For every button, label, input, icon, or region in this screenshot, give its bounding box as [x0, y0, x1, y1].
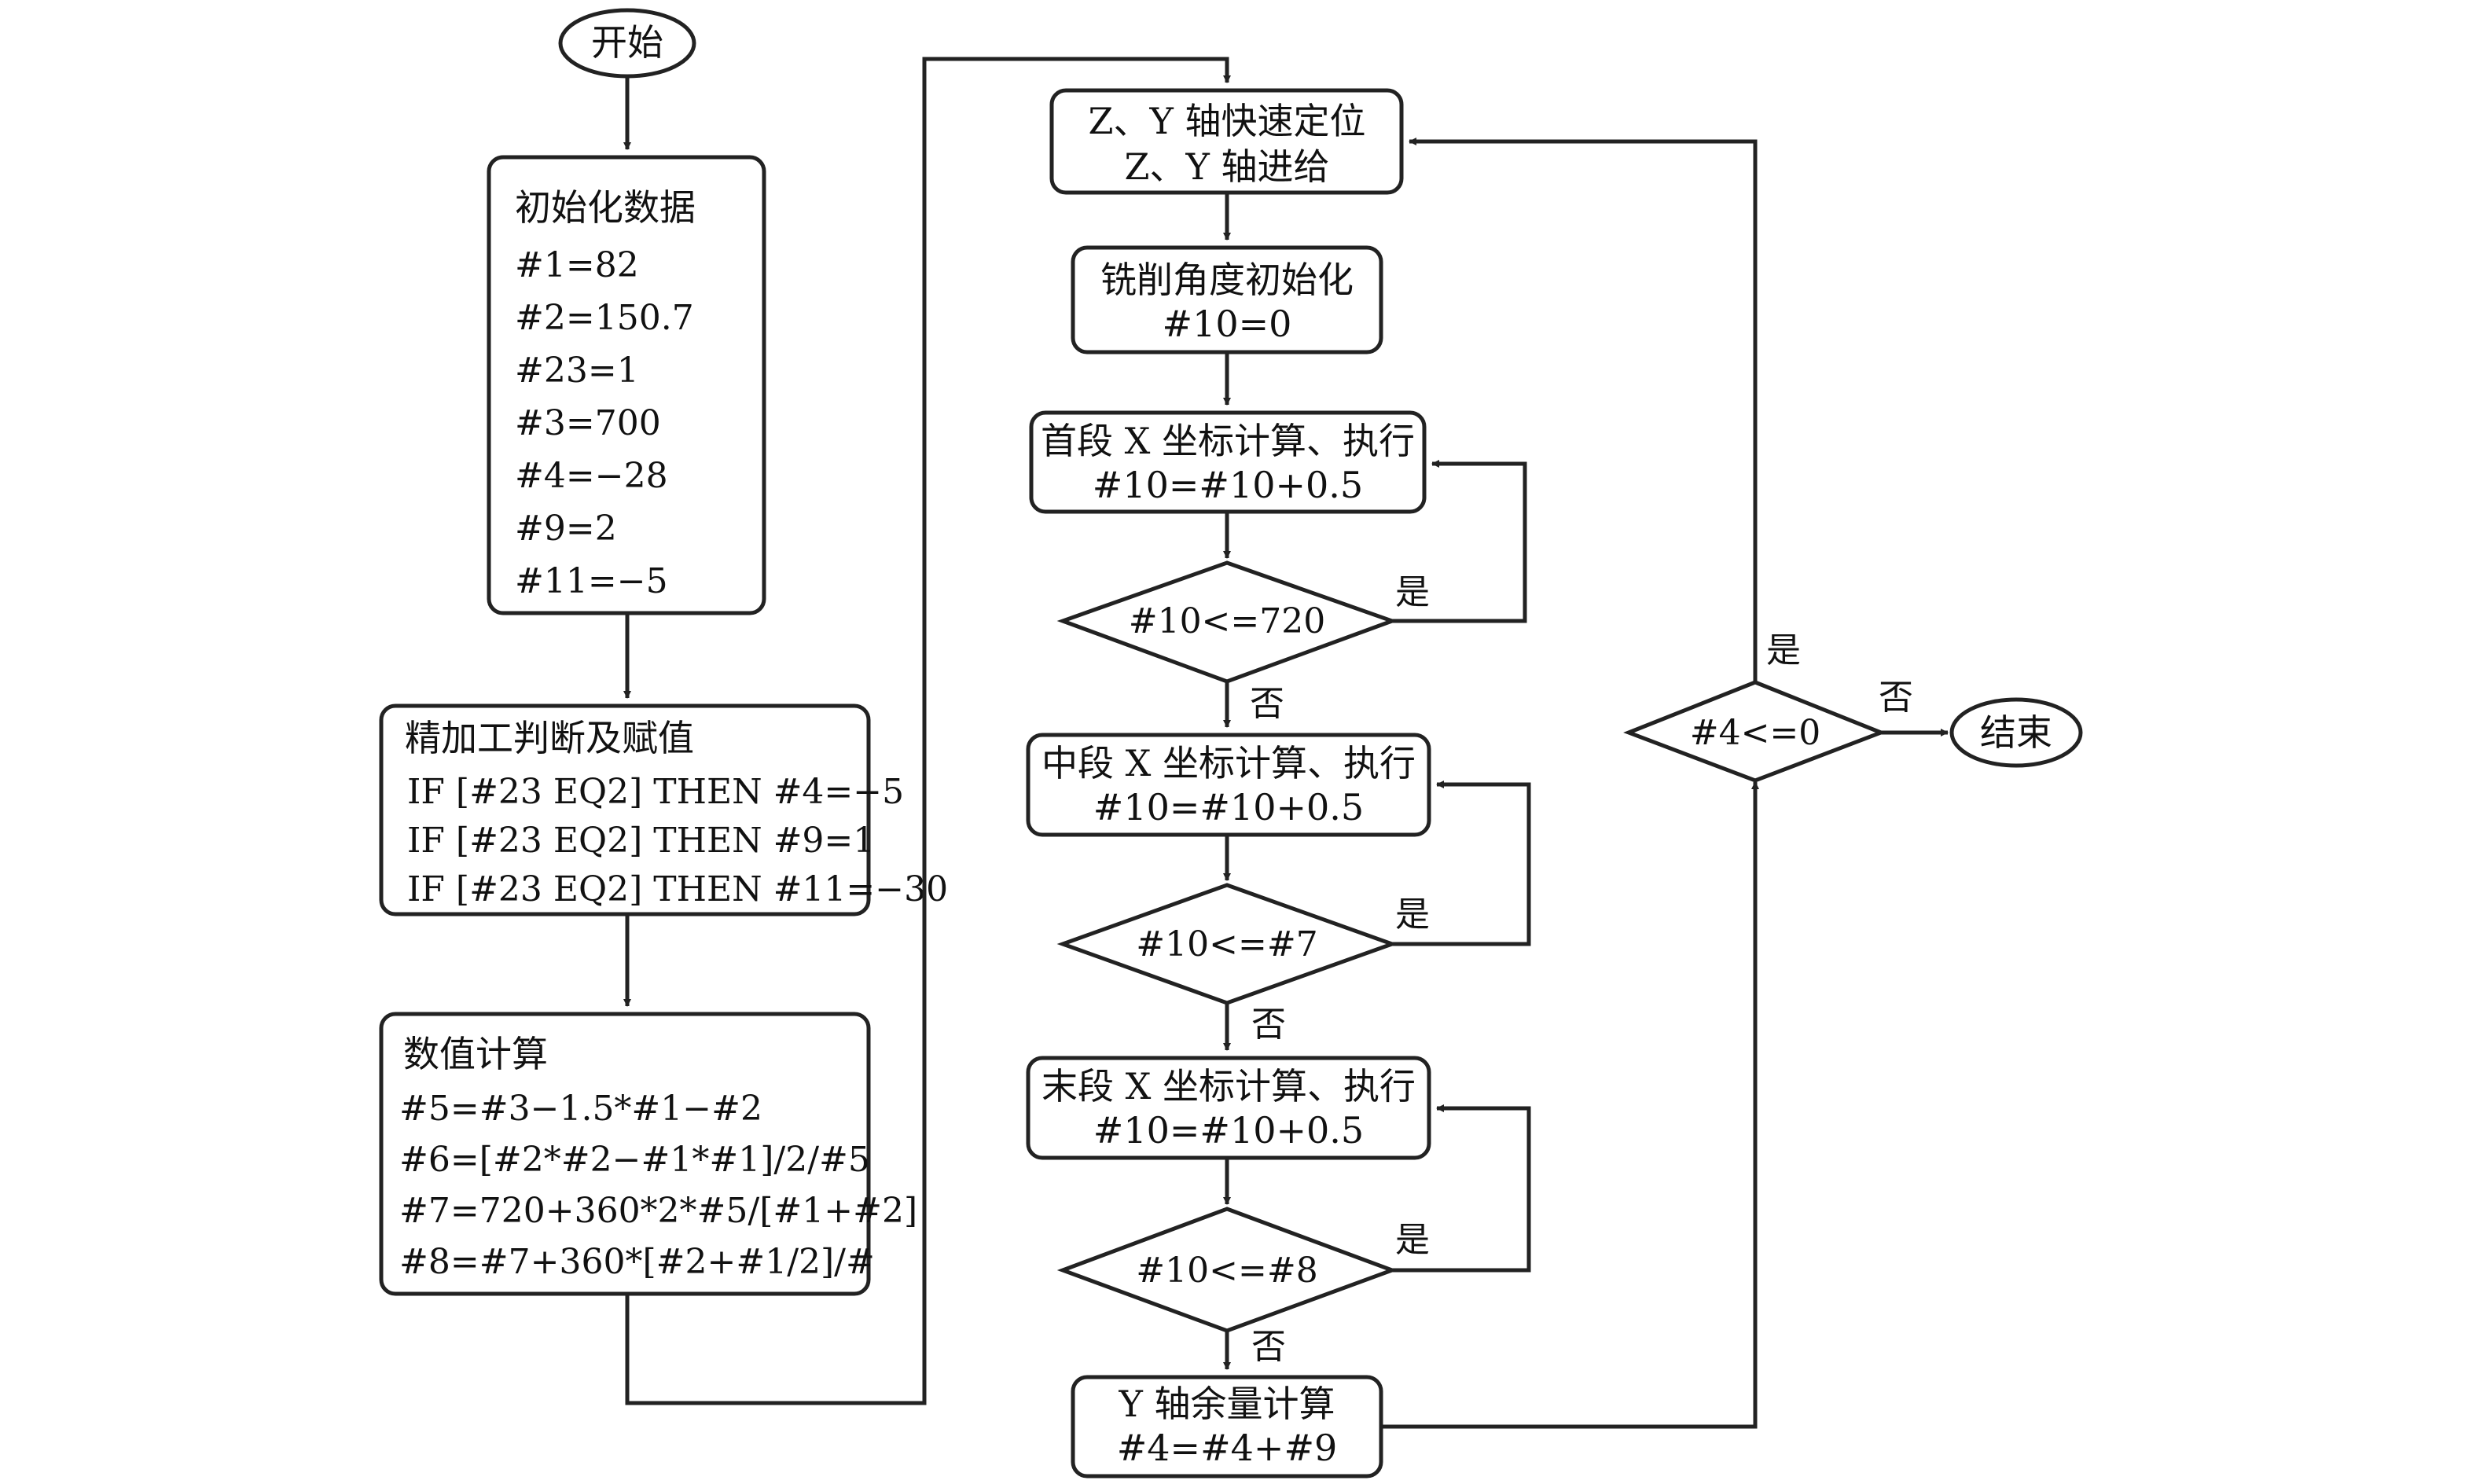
cond-4-diamond: #4<=0: [1623, 680, 1886, 783]
yrem-line-1: Y 轴余量计算: [1119, 1383, 1335, 1425]
edge-cond1-yes: [1392, 460, 1527, 623]
cond1-label: #10<=720: [1129, 601, 1326, 641]
finish-title: 精加工判断及赋值: [405, 717, 694, 759]
edge-calc-zy: [625, 57, 1231, 1405]
seg2-line-1: 中段 X 坐标计算、执行: [1041, 742, 1416, 784]
init-line-3: #23=1: [515, 351, 639, 391]
calc-line-4: #8=#7+360*[#2+#1/2]/#: [399, 1242, 875, 1282]
finish-line-1: IF [#23 EQ2] THEN #4=−5: [407, 772, 904, 812]
cond4-label: #4<=0: [1690, 713, 1821, 753]
end-node: 结束: [1949, 697, 2083, 768]
calc-box: 数值计算 #5=#3−1.5*#1−#2 #6=[#2*#2−#1*#1]/2/…: [379, 1012, 917, 1296]
zy-line-1: Z、Y 轴快速定位: [1089, 100, 1366, 142]
last-segment-box: 末段 X 坐标计算、执行 #10=#10+0.5: [1026, 1056, 1431, 1160]
init-line-5: #4=−28: [515, 456, 668, 496]
init-title: 初始化数据: [515, 186, 696, 229]
end-label: 结束: [1980, 711, 2052, 754]
edge-cond4-yes: [1409, 138, 1758, 682]
init-line-6: #9=2: [515, 509, 617, 549]
init-line-2: #2=150.7: [515, 298, 694, 338]
cond3-no-label: 否: [1251, 1327, 1286, 1367]
seg2-line-2: #10=#10+0.5: [1093, 786, 1364, 828]
finish-line-3: IF [#23 EQ2] THEN #11=−30: [407, 869, 948, 909]
calc-line-3: #7=720+360*2*#5/[#1+#2]: [399, 1191, 917, 1231]
calc-line-1: #5=#3−1.5*#1−#2: [399, 1089, 762, 1129]
first-segment-box: 首段 X 坐标计算、执行 #10=#10+0.5: [1029, 410, 1427, 514]
init-data-box: 初始化数据 #1=82 #2=150.7 #23=1 #3=700 #4=−28…: [487, 155, 766, 615]
calc-title: 数值计算: [403, 1033, 548, 1075]
edge-cond3-yes: [1392, 1104, 1531, 1273]
finish-line-2: IF [#23 EQ2] THEN #9=1: [407, 821, 875, 861]
cond4-no-label: 否: [1879, 678, 1913, 718]
init-line-1: #1=82: [515, 245, 639, 285]
init-line-7: #11=−5: [515, 561, 668, 601]
edge-cond2-yes: [1392, 781, 1531, 946]
angle-init-box: 铣削角度初始化 #10=0: [1071, 245, 1383, 354]
calc-line-2: #6=[#2*#2−#1*#1]/2/#5: [399, 1140, 870, 1180]
yrem-line-2: #4=#4+#9: [1117, 1427, 1338, 1469]
edge-yrem-cond4: [1381, 781, 1759, 1429]
init-line-4: #3=700: [515, 403, 661, 443]
seg3-line-1: 末段 X 坐标计算、执行: [1041, 1065, 1416, 1107]
cond-7-diamond: #10<=#7: [1056, 883, 1398, 1005]
y-remainder-box: Y 轴余量计算 #4=#4+#9: [1071, 1375, 1383, 1478]
start-label: 开始: [591, 21, 663, 64]
cond3-label: #10<=#8: [1136, 1251, 1317, 1291]
cond3-yes-label: 是: [1395, 1220, 1430, 1260]
cond2-yes-label: 是: [1395, 894, 1430, 935]
zy-positioning-box: Z、Y 轴快速定位 Z、Y 轴进给: [1049, 88, 1404, 195]
cond4-yes-label: 是: [1766, 630, 1801, 670]
zy-line-2: Z、Y 轴进给: [1125, 145, 1330, 188]
cond-8-diamond: #10<=#8: [1056, 1207, 1398, 1333]
cond-720-diamond: #10<=720: [1056, 560, 1398, 684]
middle-segment-box: 中段 X 坐标计算、执行 #10=#10+0.5: [1026, 733, 1431, 837]
cond1-no-label: 否: [1250, 684, 1284, 724]
seg1-line-2: #10=#10+0.5: [1093, 464, 1363, 506]
cond2-label: #10<=#7: [1136, 924, 1317, 964]
angle-line-1: 铣削角度初始化: [1100, 259, 1354, 301]
cond1-yes-label: 是: [1395, 572, 1430, 612]
seg3-line-2: #10=#10+0.5: [1093, 1109, 1364, 1152]
cond2-no-label: 否: [1251, 1005, 1286, 1045]
seg1-line-1: 首段 X 坐标计算、执行: [1041, 420, 1415, 462]
start-node: 开始: [558, 8, 696, 79]
finish-judge-box: 精加工判断及赋值 IF [#23 EQ2] THEN #4=−5 IF [#23…: [379, 703, 948, 916]
angle-line-2: #10=0: [1163, 303, 1292, 345]
